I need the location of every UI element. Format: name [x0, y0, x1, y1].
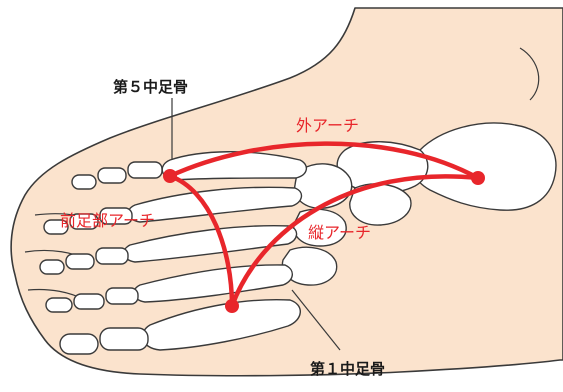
fifth-metatarsal-point: [163, 169, 177, 183]
phalanges-toe-2: [45, 287, 139, 313]
fifth-metatarsal-label: 第５中足骨: [113, 78, 188, 96]
third-metatarsal-bone: [123, 225, 298, 263]
second-metatarsal-bone: [133, 264, 293, 303]
cuneiform-bone-1: [293, 208, 347, 247]
forefoot-arch-line: [167, 173, 235, 309]
phalanges-toe-4: [43, 207, 133, 235]
medial-arch-label: 縦アーチ: [308, 223, 371, 242]
first-metatarsal-point: [225, 299, 239, 313]
phalanges-toe-1: [59, 327, 149, 355]
first-metatarsal-leader: [291, 289, 341, 351]
forefoot-arch-label: 前足部アーチ: [60, 211, 155, 230]
phalanges-toe-5: [71, 161, 163, 190]
medial-arch-line: [229, 174, 481, 309]
lateral-arch-label: 外アーチ: [296, 116, 359, 135]
fourth-metatarsal-bone: [127, 186, 303, 223]
first-metatarsal-label: 第１中足骨: [310, 360, 385, 378]
calcaneus-bone: [412, 122, 557, 211]
ankle-contour: [519, 47, 540, 101]
heel-point: [471, 171, 485, 185]
phalanges-toe-3: [39, 247, 129, 275]
lateral-arch-line: [167, 141, 481, 181]
